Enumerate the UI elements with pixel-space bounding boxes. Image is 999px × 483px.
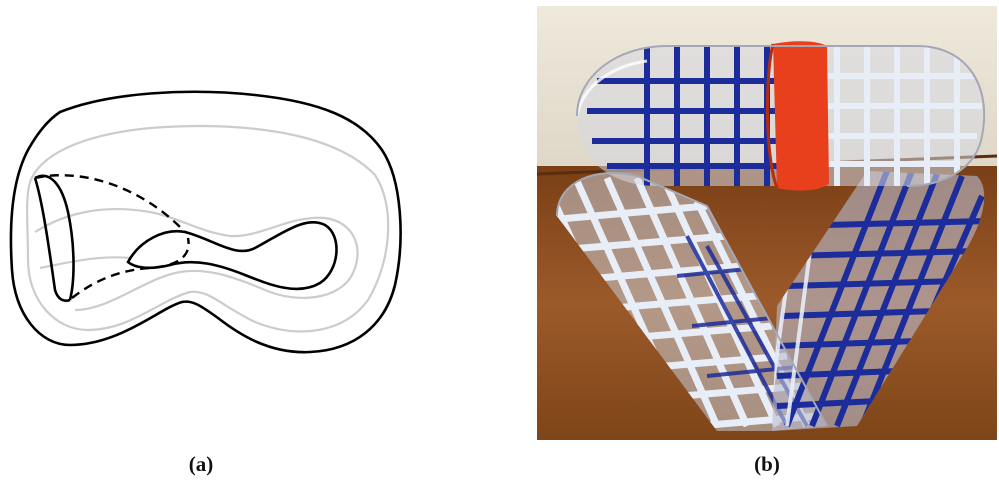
klein-bottle-model-photo bbox=[537, 6, 997, 440]
inner-contour-lower bbox=[40, 257, 130, 268]
caption-b: (b) bbox=[754, 452, 780, 477]
inner-contour-outer bbox=[27, 126, 388, 331]
klein-bottle-drawing bbox=[0, 0, 520, 440]
hidden-neck-lower bbox=[72, 238, 189, 298]
orange-band bbox=[773, 41, 829, 190]
caption-a: (a) bbox=[189, 452, 214, 477]
panel-b-photo bbox=[537, 6, 997, 440]
panel-a-drawing bbox=[0, 0, 520, 440]
